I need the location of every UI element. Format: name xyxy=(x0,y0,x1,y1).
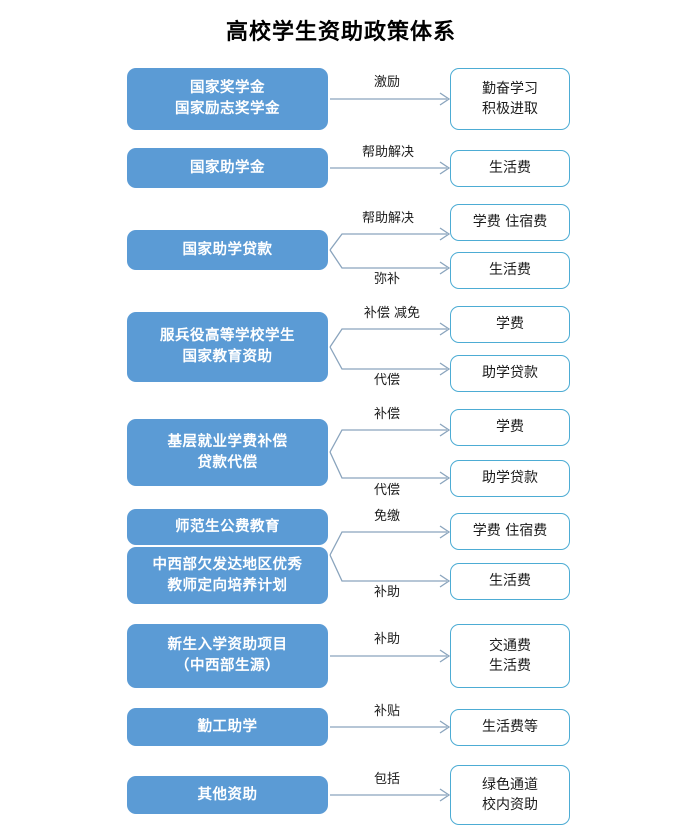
page-title: 高校学生资助政策体系 xyxy=(225,20,456,45)
target-box-student-loan-0[interactable]: 学费 住宿费 xyxy=(450,204,570,241)
source-box-teacher-training-0[interactable]: 师范生公费教育 xyxy=(127,509,328,545)
target-box-student-loan-1[interactable]: 生活费 xyxy=(450,252,570,289)
target-box-other-aid-0[interactable]: 绿色通道 校内资助 xyxy=(450,765,570,825)
edge-label-freshman-aid-0: 补助 xyxy=(373,632,400,647)
source-box-teacher-training-1[interactable]: 中西部欠发达地区优秀 教师定向培养计划 xyxy=(127,547,328,604)
target-box-freshman-aid-0[interactable]: 交通费 生活费 xyxy=(450,624,570,688)
target-box-grassroots-employment-0[interactable]: 学费 xyxy=(450,409,570,446)
source-box-other-aid[interactable]: 其他资助 xyxy=(127,776,328,814)
target-box-work-study-0[interactable]: 生活费等 xyxy=(450,709,570,746)
target-box-teacher-training-1[interactable]: 生活费 xyxy=(450,563,570,600)
edge-label-grant-0: 帮助解决 xyxy=(361,145,414,160)
target-box-grant-0[interactable]: 生活费 xyxy=(450,150,570,187)
edge-label-grassroots-employment-1: 代偿 xyxy=(373,483,400,498)
edge-label-grassroots-employment-0: 补偿 xyxy=(373,407,400,422)
source-box-scholarship[interactable]: 国家奖学金 国家励志奖学金 xyxy=(127,68,328,130)
edge-label-teacher-training-1: 补助 xyxy=(373,585,400,600)
source-box-grant[interactable]: 国家助学金 xyxy=(127,148,328,188)
edge-label-military-service-0: 补偿 减免 xyxy=(363,306,421,321)
source-box-work-study[interactable]: 勤工助学 xyxy=(127,708,328,746)
source-box-military-service[interactable]: 服兵役高等学校学生 国家教育资助 xyxy=(127,312,328,382)
target-box-teacher-training-0[interactable]: 学费 住宿费 xyxy=(450,513,570,550)
edge-label-military-service-1: 代偿 xyxy=(373,373,400,388)
target-box-scholarship-0[interactable]: 勤奋学习 积极进取 xyxy=(450,68,570,130)
target-box-military-service-1[interactable]: 助学贷款 xyxy=(450,355,570,392)
edge-label-other-aid-0: 包括 xyxy=(373,772,400,787)
target-box-grassroots-employment-1[interactable]: 助学贷款 xyxy=(450,460,570,497)
source-box-freshman-aid[interactable]: 新生入学资助项目 （中西部生源） xyxy=(127,624,328,688)
edge-label-student-loan-0: 帮助解决 xyxy=(361,211,414,226)
edge-label-student-loan-1: 弥补 xyxy=(373,272,400,287)
edge-label-scholarship-0: 激励 xyxy=(373,75,400,90)
target-box-military-service-0[interactable]: 学费 xyxy=(450,306,570,343)
edge-label-work-study-0: 补贴 xyxy=(373,704,400,719)
source-box-grassroots-employment[interactable]: 基层就业学费补偿 贷款代偿 xyxy=(127,419,328,486)
source-box-student-loan[interactable]: 国家助学贷款 xyxy=(127,230,328,270)
edge-label-teacher-training-0: 免缴 xyxy=(373,509,400,524)
